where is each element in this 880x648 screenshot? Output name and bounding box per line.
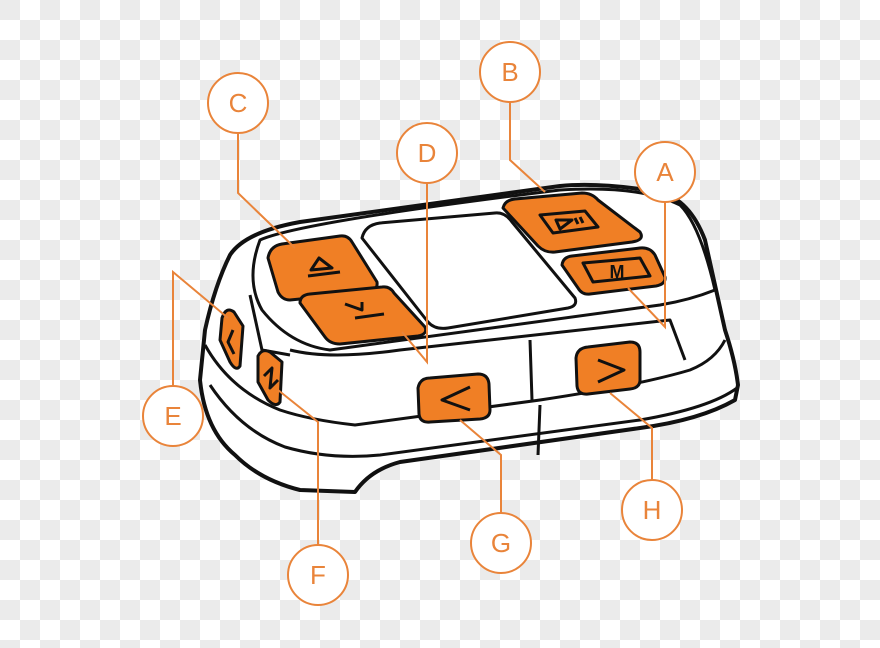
m-icon bbox=[581, 256, 652, 284]
svg-text:D: D bbox=[418, 138, 437, 168]
display-screen bbox=[360, 211, 578, 330]
up-arrow-icon bbox=[307, 256, 341, 278]
down-button[interactable] bbox=[298, 285, 428, 346]
callout-a: A bbox=[634, 141, 696, 203]
chevron-right-icon bbox=[597, 358, 626, 384]
callout-e: E bbox=[142, 385, 204, 447]
side-arrow-icon bbox=[262, 366, 280, 390]
chevron-left-icon bbox=[440, 385, 471, 412]
callout-b: B bbox=[479, 41, 541, 103]
m-button-label: M bbox=[610, 262, 625, 282]
svg-text:H: H bbox=[643, 495, 662, 525]
down-arrow-icon bbox=[344, 302, 385, 320]
left-side-button[interactable] bbox=[218, 308, 245, 370]
svg-text:E: E bbox=[164, 401, 181, 431]
previous-button[interactable] bbox=[416, 372, 492, 424]
callout-h: H bbox=[621, 479, 683, 541]
device-body bbox=[198, 182, 740, 494]
play-pause-icon bbox=[538, 209, 600, 235]
svg-text:C: C bbox=[229, 88, 248, 118]
m-button[interactable]: M bbox=[560, 246, 667, 296]
side-arrow-icon bbox=[226, 329, 236, 355]
svg-text:A: A bbox=[656, 157, 674, 187]
svg-text:B: B bbox=[501, 57, 518, 87]
svg-text:G: G bbox=[491, 528, 511, 558]
up-button[interactable] bbox=[266, 234, 379, 302]
callout-f: F bbox=[287, 544, 349, 606]
svg-text:F: F bbox=[310, 560, 326, 590]
callout-d: D bbox=[396, 122, 458, 184]
left-front-side-button[interactable] bbox=[256, 349, 284, 407]
callout-g: G bbox=[470, 512, 532, 574]
callout-c: C bbox=[207, 72, 269, 134]
next-button[interactable] bbox=[574, 340, 642, 396]
leader-lines bbox=[172, 102, 666, 545]
play-pause-button[interactable] bbox=[501, 191, 643, 254]
